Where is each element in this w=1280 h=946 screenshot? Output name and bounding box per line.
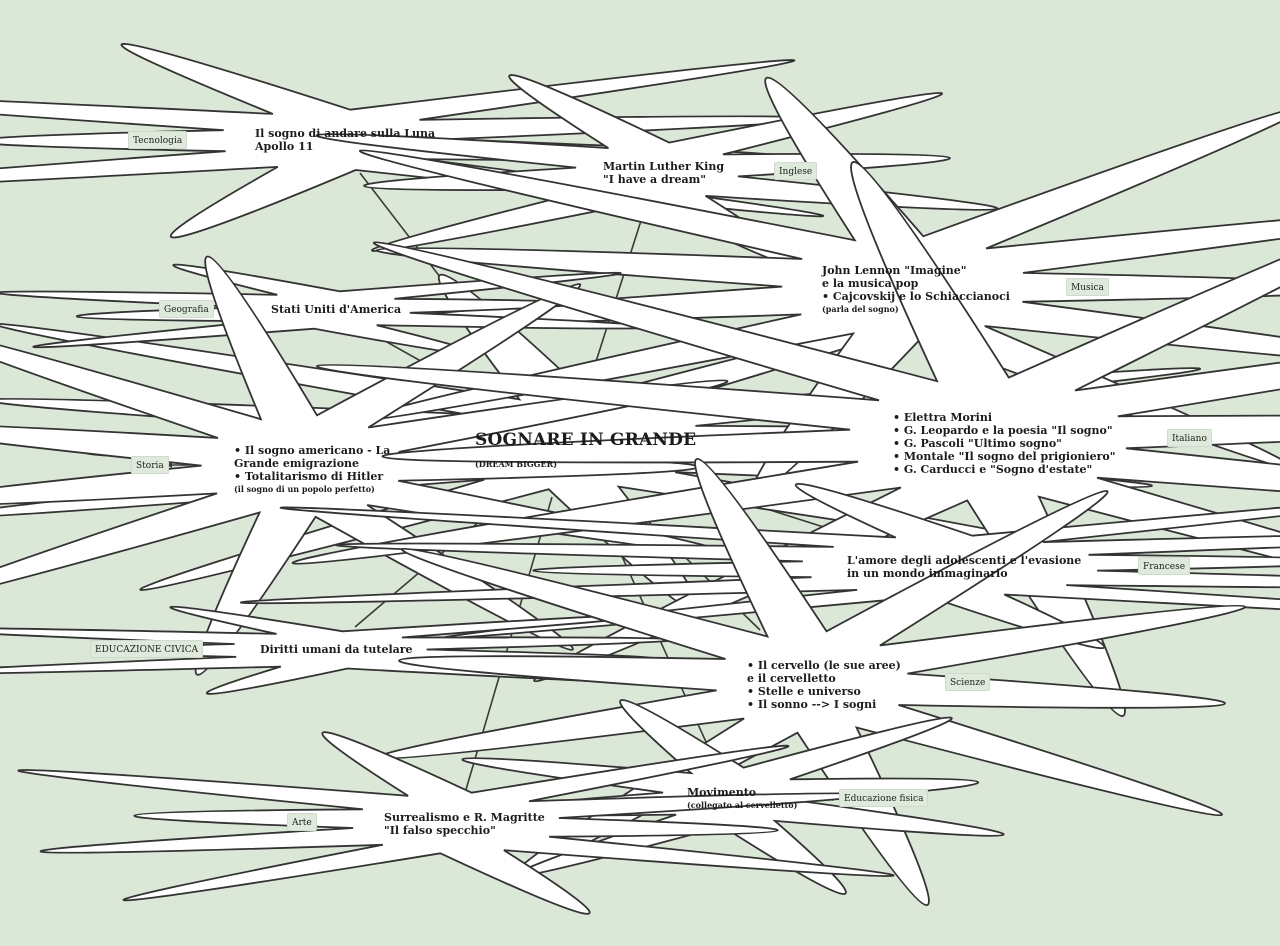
topic-educazione-fisica[interactable]: Movimento (collegato al cervelletto) xyxy=(687,786,797,811)
topic-line: L'amore degli adolescenti e l'evasione xyxy=(847,554,1082,567)
topic-storia[interactable]: • Il sogno americano - La Grande emigraz… xyxy=(234,444,390,495)
topic-line: "I have a dream" xyxy=(603,173,706,186)
subject-educazione-fisica[interactable]: Educazione fisica xyxy=(839,789,929,807)
topic-educazione-civica[interactable]: Diritti umani da tutelare xyxy=(260,643,413,656)
topic-line: • Il sogno americano - La xyxy=(234,444,391,457)
topic-line: in un mondo immaginario xyxy=(847,567,1008,580)
subject-tecnologia[interactable]: Tecnologia xyxy=(128,131,188,149)
subject-scienze[interactable]: Scienze xyxy=(945,673,991,691)
topic-scienze[interactable]: • Il cervello (le sue aree) e il cervell… xyxy=(747,659,901,711)
topic-line: "Il falso specchio" xyxy=(384,824,496,837)
topic-line: Martin Luther King xyxy=(603,160,725,173)
arrowhead-storia xyxy=(166,462,172,468)
central-title: SOGNARE IN GRANDE xyxy=(475,430,697,450)
subject-storia[interactable]: Storia xyxy=(131,456,169,474)
topic-note: (parla del sogno) xyxy=(822,304,899,314)
subject-educazione-civica[interactable]: EDUCAZIONE CIVICA xyxy=(90,640,204,658)
topic-line: Il sogno di andare sulla Luna xyxy=(255,127,436,140)
topic-line: Surrealismo e R. Magritte xyxy=(384,811,545,824)
topic-line: Diritti umani da tutelare xyxy=(260,643,413,656)
topic-arte[interactable]: Surrealismo e R. Magritte "Il falso spec… xyxy=(384,811,545,837)
topic-line: e il cervelletto xyxy=(747,672,836,685)
topic-note: (collegato al cervelletto) xyxy=(687,800,798,810)
topic-line: • G. Pascoli "Ultimo sogno" xyxy=(893,437,1062,450)
central-subtitle: (DREAM BIGGER) xyxy=(475,459,558,469)
topic-geografia[interactable]: Stati Uniti d'America xyxy=(271,303,401,316)
topic-line: • Il cervello (le sue aree) xyxy=(747,659,901,672)
topic-line: e la musica pop xyxy=(822,277,919,290)
cloud-scienze[interactable] xyxy=(378,458,1246,906)
cloud-storia[interactable] xyxy=(0,255,729,676)
subject-geografia[interactable]: Geografia xyxy=(159,300,214,318)
topic-tecnologia[interactable]: Il sogno di andare sulla Luna Apollo 11 xyxy=(255,127,435,153)
topic-francese[interactable]: L'amore degli adolescenti e l'evasione i… xyxy=(847,554,1081,580)
topic-line: Grande emigrazione xyxy=(234,457,360,470)
central-topic[interactable]: SOGNARE IN GRANDE (DREAM BIGGER) xyxy=(475,430,696,470)
cloud-geografia[interactable] xyxy=(0,263,658,357)
topic-line: • Il sonno --> I sogni xyxy=(747,698,877,711)
subject-inglese[interactable]: Inglese xyxy=(774,162,818,180)
topic-line: • Cajcovskij e lo Schiaccianoci xyxy=(822,290,1010,303)
topic-line: • Totalitarismo di Hitler xyxy=(234,470,384,483)
topic-musica[interactable]: John Lennon "Imagine" e la musica pop • … xyxy=(822,264,1010,315)
topic-line: • Montale "Il sogno del prigioniero" xyxy=(893,450,1116,463)
topic-line: Stati Uniti d'America xyxy=(271,303,402,316)
topic-line: • G. Leopardo e la poesia "Il sogno" xyxy=(893,424,1113,437)
topic-line: • G. Carducci e "Sogno d'estate" xyxy=(893,463,1093,476)
subject-francese[interactable]: Francese xyxy=(1138,557,1191,575)
subject-musica[interactable]: Musica xyxy=(1066,278,1109,296)
topic-line: John Lennon "Imagine" xyxy=(822,264,967,277)
topic-italiano[interactable]: • Elettra Morini • G. Leopardo e la poes… xyxy=(893,411,1115,476)
subject-arte[interactable]: Arte xyxy=(287,813,317,831)
topic-line: Movimento xyxy=(687,786,757,799)
topic-note: (il sogno di un popolo perfetto) xyxy=(234,484,375,494)
topic-line: Apollo 11 xyxy=(255,140,314,153)
subject-italiano[interactable]: Italiano xyxy=(1167,429,1212,447)
topic-line: • Stelle e universo xyxy=(747,685,861,698)
topic-line: • Elettra Morini xyxy=(893,411,992,424)
topic-inglese[interactable]: Martin Luther King "I have a dream" xyxy=(603,160,724,186)
